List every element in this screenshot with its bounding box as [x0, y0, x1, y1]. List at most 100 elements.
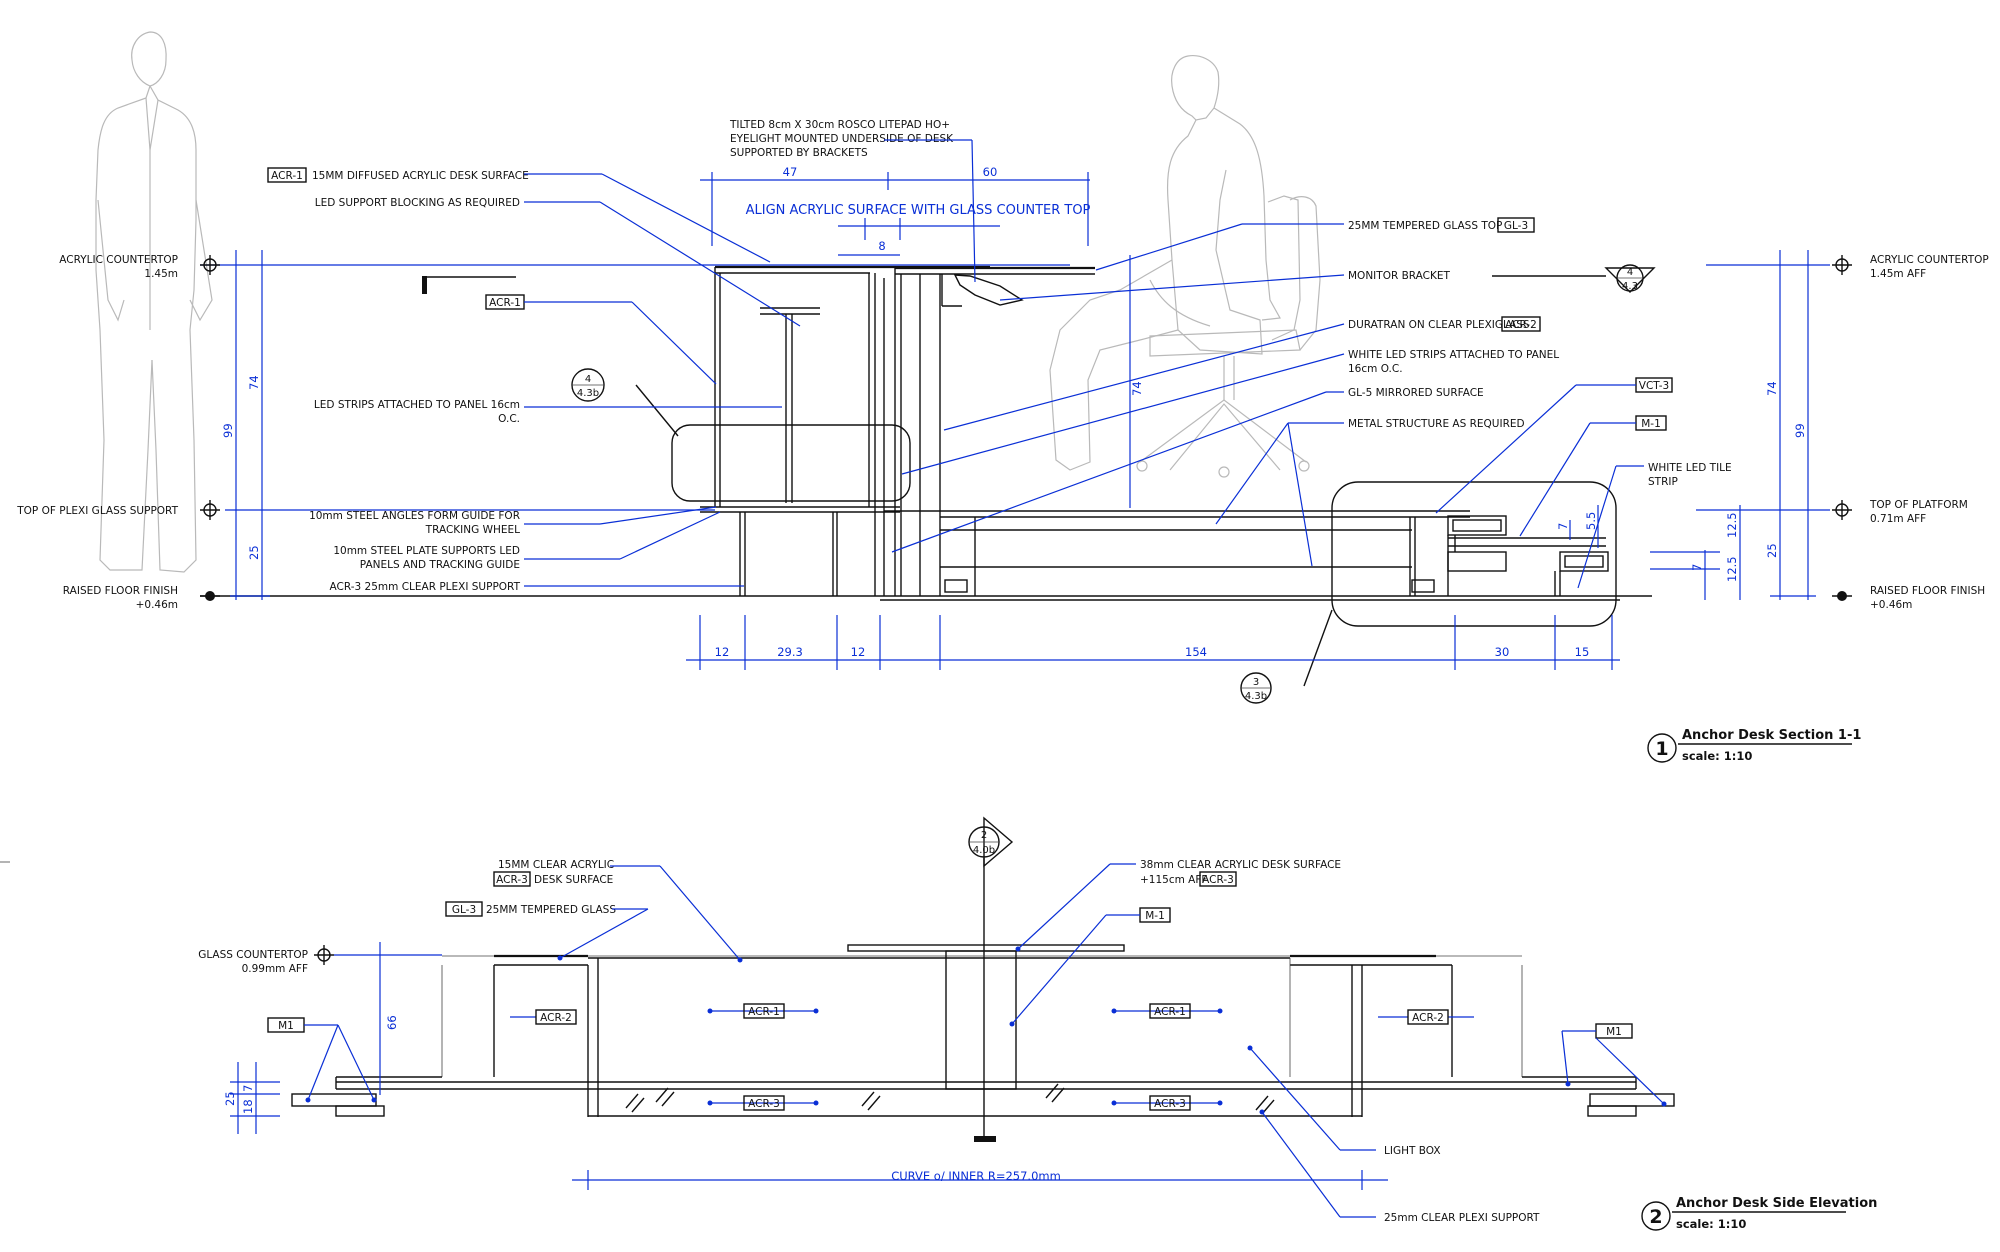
svg-text:99: 99	[1793, 423, 1807, 438]
svg-text:ACR-3: ACR-3	[496, 874, 528, 886]
svg-text:1.45m: 1.45m	[144, 268, 178, 280]
svg-text:ACR-1: ACR-1	[271, 170, 303, 182]
svg-text:25: 25	[1765, 543, 1779, 558]
svg-text:LED SUPPORT BLOCKING AS REQUIR: LED SUPPORT BLOCKING AS REQUIRED	[315, 197, 520, 209]
dims-right: 74 99 25 12.5 12.5 7 7 5.5	[1556, 250, 1816, 600]
detail-ref-bubble-bottom: 3 4.3b	[1240, 672, 1272, 704]
svg-text:+0.46m: +0.46m	[1870, 599, 1912, 611]
svg-text:38mm CLEAR ACRYLIC DESK SURFAC: 38mm CLEAR ACRYLIC DESK SURFACE	[1140, 859, 1341, 871]
notes-left: ACR-1 15MM DIFFUSED ACRYLIC DESK SURFACE…	[267, 167, 801, 593]
svg-text:10mm STEEL ANGLES FORM GUIDE F: 10mm STEEL ANGLES FORM GUIDE FOR	[309, 510, 520, 522]
svg-text:+115cm AFF: +115cm AFF	[1140, 874, 1207, 886]
svg-text:18: 18	[241, 1099, 255, 1114]
svg-text:4: 4	[1627, 267, 1633, 278]
seated-person-figure	[1049, 55, 1321, 478]
svg-text:30: 30	[1495, 645, 1510, 659]
svg-text:M1: M1	[1606, 1026, 1622, 1038]
svg-text:25: 25	[223, 1091, 237, 1106]
svg-text:25MM TEMPERED GLASS TOP: 25MM TEMPERED GLASS TOP	[1348, 220, 1502, 232]
dims-bottom: 12 29.3 12 154 30 15	[686, 615, 1620, 670]
svg-text:5.5: 5.5	[1584, 512, 1598, 530]
svg-text:ACR-3: ACR-3	[1202, 874, 1234, 886]
light-box-column	[945, 950, 1017, 1090]
svg-text:8: 8	[878, 239, 885, 253]
svg-text:METAL STRUCTURE AS REQUIRED: METAL STRUCTURE AS REQUIRED	[1348, 418, 1525, 430]
svg-text:10mm STEEL PLATE SUPPORTS LED: 10mm STEEL PLATE SUPPORTS LED	[333, 545, 520, 557]
svg-text:scale: 1:10: scale: 1:10	[1676, 1217, 1746, 1231]
svg-text:ACR-1: ACR-1	[1154, 1006, 1186, 1018]
elevation-desk	[291, 944, 1675, 1117]
elevation-tags: ACR-2 ACR-1 ACR-1 ACR-2 ACR-3 ACR-3 M1	[267, 1003, 1667, 1111]
svg-text:0.99mm AFF: 0.99mm AFF	[242, 963, 308, 975]
svg-text:LIGHT BOX: LIGHT BOX	[1384, 1145, 1441, 1157]
svg-text:TOP OF PLATFORM: TOP OF PLATFORM	[1869, 499, 1968, 511]
svg-text:74: 74	[247, 375, 261, 390]
section-1-1: 4 4.3b 3 4.3b 4 4.3 ACRYLIC COUNTERTOP 1…	[16, 31, 1989, 763]
svg-text:12: 12	[851, 645, 866, 659]
svg-text:2: 2	[981, 830, 987, 841]
svg-text:Anchor Desk Side Elevation: Anchor Desk Side Elevation	[1676, 1196, 1877, 1211]
svg-text:ACR-1: ACR-1	[748, 1006, 780, 1018]
svg-text:3: 3	[1253, 677, 1259, 688]
svg-text:DURATRAN ON CLEAR PLEXIGLASS: DURATRAN ON CLEAR PLEXIGLASS	[1348, 319, 1530, 331]
svg-text:SUPPORTED BY BRACKETS: SUPPORTED BY BRACKETS	[730, 147, 868, 159]
svg-text:12.5: 12.5	[1725, 512, 1739, 538]
svg-text:ACR-2: ACR-2	[1505, 319, 1537, 331]
elevation-title-block: 2 Anchor Desk Side Elevation scale: 1:10	[1641, 1196, 1877, 1231]
svg-text:GL-3: GL-3	[1504, 220, 1528, 232]
svg-text:ACR-2: ACR-2	[1412, 1012, 1444, 1024]
svg-text:ACR-2: ACR-2	[540, 1012, 572, 1024]
svg-text:4.3b: 4.3b	[577, 388, 599, 399]
svg-text:ACRYLIC COUNTERTOP: ACRYLIC COUNTERTOP	[59, 254, 178, 266]
svg-text:25: 25	[247, 545, 261, 560]
svg-text:16cm O.C.: 16cm O.C.	[1348, 363, 1403, 375]
svg-text:2: 2	[1649, 1206, 1662, 1228]
svg-text:1.45m AFF: 1.45m AFF	[1870, 268, 1926, 280]
svg-text:154: 154	[1185, 645, 1207, 659]
dims-top: 47 60 ALIGN ACRYLIC SURFACE WITH GLASS C…	[700, 165, 1091, 256]
detail-ref-bubble-left: 4 4.3b	[571, 368, 605, 402]
elevation-level: GLASS COUNTERTOP 0.99mm AFF 66 25 18 7 C…	[198, 942, 1388, 1190]
svg-text:4.3b: 4.3b	[1245, 691, 1267, 702]
dims-left: 74 99 25	[221, 250, 270, 600]
svg-text:WHITE LED STRIPS ATTACHED TO P: WHITE LED STRIPS ATTACHED TO PANEL	[1348, 349, 1559, 361]
svg-text:74: 74	[1765, 381, 1779, 396]
svg-text:ACR-1: ACR-1	[489, 297, 521, 309]
svg-text:12.5: 12.5	[1725, 556, 1739, 582]
svg-text:ACR-3 25mm CLEAR PLEXI SUPPOR: ACR-3 25mm CLEAR PLEXI SUPPORT	[330, 581, 521, 593]
svg-text:0.71m AFF: 0.71m AFF	[1870, 513, 1926, 525]
svg-text:15MM CLEAR ACRYLIC: 15MM CLEAR ACRYLIC	[498, 859, 614, 871]
svg-text:15: 15	[1575, 645, 1590, 659]
svg-text:ACR-3: ACR-3	[748, 1098, 780, 1110]
svg-text:1: 1	[1655, 738, 1668, 760]
section-desk-structure	[200, 265, 1652, 601]
svg-text:ACR-3: ACR-3	[1154, 1098, 1186, 1110]
svg-text:12: 12	[715, 645, 730, 659]
svg-text:EYELIGHT MOUNTED UNDERSIDE OF: EYELIGHT MOUNTED UNDERSIDE OF DESK	[730, 133, 954, 145]
svg-text:WHITE LED TILE: WHITE LED TILE	[1648, 462, 1732, 474]
svg-text:GL-3: GL-3	[452, 904, 476, 916]
svg-text:O.C.: O.C.	[498, 413, 520, 425]
svg-text:7: 7	[1556, 523, 1570, 530]
section-ref-marker: 4 4.3	[1492, 264, 1656, 293]
svg-text:7: 7	[241, 1085, 255, 1092]
standing-person-figure	[95, 31, 213, 573]
svg-text:Anchor Desk Section 1-1: Anchor Desk Section 1-1	[1682, 728, 1861, 743]
svg-text:4: 4	[585, 374, 591, 385]
detail-callout-left	[671, 424, 911, 502]
svg-text:25MM TEMPERED GLASS: 25MM TEMPERED GLASS	[486, 904, 616, 916]
svg-text:RAISED FLOOR FINISH: RAISED FLOOR FINISH	[63, 585, 178, 597]
svg-text:15MM DIFFUSED ACRYLIC DESK SUR: 15MM DIFFUSED ACRYLIC DESK SURFACE	[312, 170, 529, 182]
svg-text:4.3: 4.3	[1622, 281, 1638, 292]
svg-text:25mm CLEAR PLEXI SUPPORT: 25mm CLEAR PLEXI SUPPORT	[1384, 1212, 1540, 1224]
levels-left: ACRYLIC COUNTERTOP 1.45m TOP OF PLEXI GL…	[16, 254, 1070, 611]
notes-right: 25MM TEMPERED GLASS TOP GL-3 MONITOR BRA…	[891, 217, 1732, 589]
svg-text:47: 47	[783, 165, 798, 179]
svg-text:TRACKING WHEEL: TRACKING WHEEL	[425, 524, 520, 536]
svg-text:DESK SURFACE: DESK SURFACE	[534, 874, 613, 886]
svg-text:M-1: M-1	[1145, 910, 1165, 922]
svg-text:4.0b: 4.0b	[973, 845, 995, 856]
svg-text:GL-5 MIRRORED SURFACE: GL-5 MIRRORED SURFACE	[1348, 387, 1484, 399]
side-elevation: 2 4.0b	[198, 816, 1877, 1231]
